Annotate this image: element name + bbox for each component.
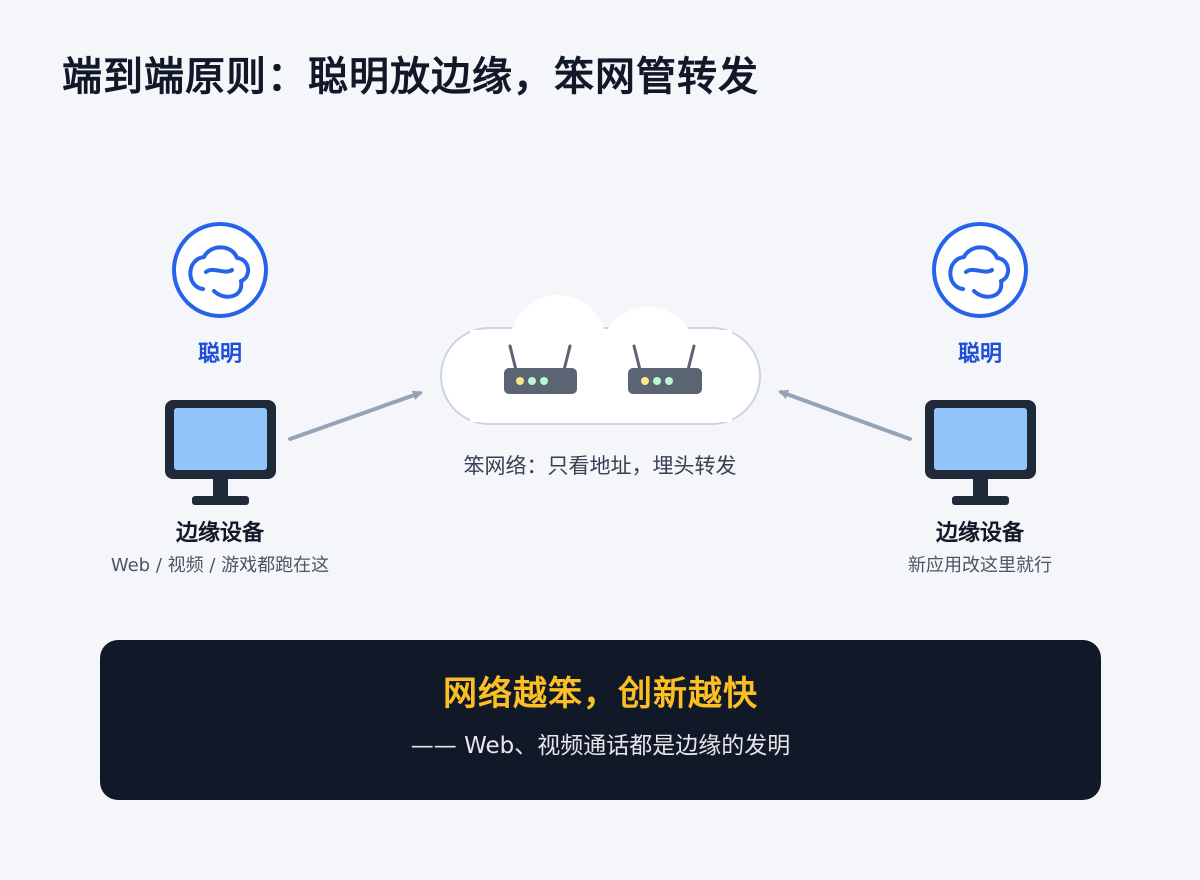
conclusion-banner: 网络越笨，创新越快 —— Web、视频通话都是边缘的发明 xyxy=(100,640,1101,800)
left-device-subtitle: Web / 视频 / 游戏都跑在这 xyxy=(110,555,330,576)
right-device-label: 边缘设备 xyxy=(935,521,1024,546)
left-brain-icon xyxy=(172,222,268,318)
right-smart-label: 聪明 xyxy=(957,342,1002,367)
banner-subtitle: —— Web、视频通话都是边缘的发明 xyxy=(410,733,791,759)
right-arrow xyxy=(778,389,912,441)
right-brain-icon xyxy=(932,222,1028,318)
left-computer-icon xyxy=(165,400,276,505)
left-device-label: 边缘设备 xyxy=(175,521,264,546)
right-device-subtitle: 新应用改这里就行 xyxy=(908,555,1052,576)
banner-title: 网络越笨，创新越快 xyxy=(443,674,758,714)
network-cloud xyxy=(440,295,761,425)
left-smart-label: 聪明 xyxy=(197,342,242,367)
router-icon xyxy=(504,344,577,394)
left-arrow xyxy=(288,390,423,441)
page-title: 端到端原则：聪明放边缘，笨网管转发 xyxy=(62,54,759,100)
network-label: 笨网络：只看地址，埋头转发 xyxy=(463,454,737,478)
right-computer-icon xyxy=(925,400,1036,505)
router-icon xyxy=(628,344,702,394)
